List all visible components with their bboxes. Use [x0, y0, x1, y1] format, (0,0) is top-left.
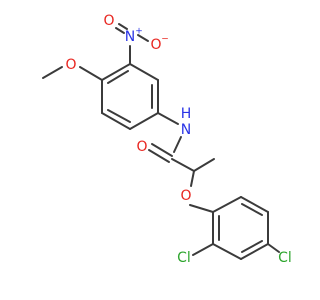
bond — [240, 196, 269, 213]
nitro-nitrogen: N — [125, 29, 135, 45]
ether-oxygen: O — [180, 188, 191, 204]
molecule-diagram: N + O O − O N H O O Cl Cl — [42, 13, 292, 266]
bond — [190, 170, 195, 187]
amide-nitrogen: N — [181, 122, 191, 138]
chlorine-para: Cl — [278, 250, 292, 266]
bond — [212, 196, 242, 213]
bond — [101, 112, 131, 130]
bond — [129, 63, 159, 81]
bond — [101, 63, 131, 81]
bond — [193, 158, 215, 172]
methoxy-oxygen: O — [65, 57, 76, 73]
bond — [173, 136, 182, 153]
bonds — [42, 23, 280, 260]
bond — [79, 66, 103, 81]
bond — [157, 112, 179, 125]
bond-inner — [107, 70, 129, 84]
nitro-oxygen-double: O — [103, 13, 114, 29]
bond — [192, 243, 214, 256]
bond — [171, 158, 195, 172]
nitro-nitrogen-charge: + — [135, 27, 143, 37]
bond — [115, 27, 125, 34]
nitro-oxygen-charge: − — [161, 35, 169, 45]
bond-inner — [241, 203, 263, 216]
bond-inner — [241, 240, 263, 253]
bond — [189, 204, 214, 213]
bond-inner — [107, 109, 131, 123]
bond — [129, 112, 159, 130]
bond — [212, 243, 242, 260]
bond — [137, 34, 149, 42]
bond — [240, 243, 269, 260]
bond — [42, 66, 63, 79]
nitro-oxygen-single: O — [150, 37, 161, 53]
chlorine-ortho: Cl — [177, 250, 191, 266]
bond — [151, 143, 173, 157]
bond — [148, 149, 170, 163]
carbonyl-oxygen: O — [136, 139, 147, 155]
bond — [267, 243, 280, 253]
amide-hydrogen: H — [181, 106, 192, 122]
bond — [118, 23, 128, 30]
atom-labels: N + O O − O N H O O Cl Cl — [65, 13, 291, 266]
structure-canvas: N + O O − O N H O O Cl Cl — [42, 13, 292, 266]
